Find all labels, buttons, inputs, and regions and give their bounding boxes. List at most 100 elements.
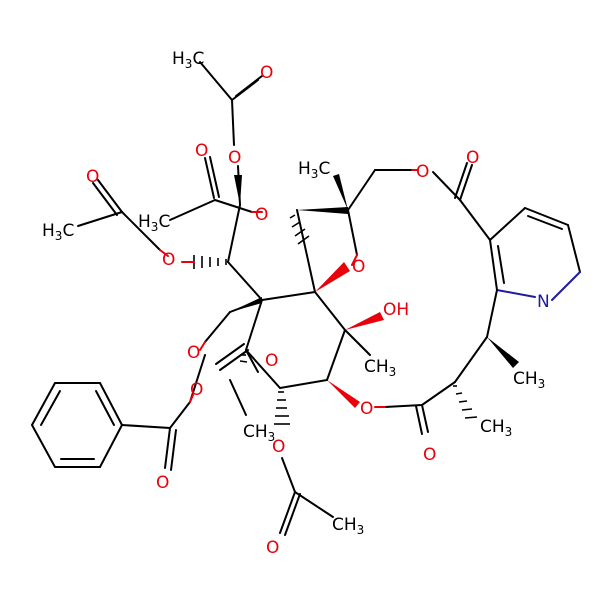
bond xyxy=(204,311,231,343)
hashed-bond xyxy=(453,385,478,419)
bond xyxy=(215,343,245,365)
stereo-bonds xyxy=(193,174,519,425)
atom-label: O xyxy=(228,148,241,168)
bond xyxy=(231,99,235,146)
bond xyxy=(31,424,56,468)
bond xyxy=(159,249,169,257)
bond xyxy=(227,261,263,301)
bond xyxy=(214,199,253,213)
bond xyxy=(294,491,334,518)
bond xyxy=(229,379,247,416)
bond xyxy=(459,199,491,241)
bond xyxy=(384,404,423,408)
bond-skeleton xyxy=(31,61,581,536)
wedge-bond xyxy=(487,337,519,368)
atom-label: O xyxy=(86,167,99,187)
atom-label: OH xyxy=(383,300,409,320)
atom-label: O xyxy=(162,250,175,270)
bond xyxy=(486,289,498,338)
bond xyxy=(164,427,171,469)
bond xyxy=(296,209,316,293)
oxygen-bond-segments xyxy=(159,169,419,408)
atom-label: H3C xyxy=(298,159,330,181)
bond xyxy=(454,162,468,199)
atom-label: O xyxy=(265,351,278,371)
bond xyxy=(524,207,569,226)
bond xyxy=(219,349,249,371)
hashed-bond xyxy=(289,214,310,245)
bond xyxy=(567,224,581,273)
bond xyxy=(227,204,241,263)
bond xyxy=(95,390,115,426)
atom-label: O xyxy=(260,63,273,83)
atom-label: O xyxy=(360,399,373,419)
hashed-bond xyxy=(193,255,227,269)
bond xyxy=(245,349,259,373)
atom-label: H3C xyxy=(172,49,204,71)
bond xyxy=(199,61,233,101)
bond xyxy=(92,182,118,216)
bond xyxy=(347,169,376,211)
bond xyxy=(351,254,358,266)
atom-label: O xyxy=(466,148,479,168)
bond xyxy=(347,209,358,256)
atom-label: O xyxy=(266,538,279,558)
bond xyxy=(459,164,473,201)
bond xyxy=(77,211,123,227)
atom-label: O xyxy=(195,141,208,161)
atom-label: O xyxy=(272,437,285,457)
bond xyxy=(314,291,346,331)
atom-label: CH3 xyxy=(364,357,396,379)
wedge-bond xyxy=(297,207,348,214)
wedge-bond xyxy=(345,312,384,330)
atom-label: O xyxy=(190,380,203,400)
bond xyxy=(279,379,328,389)
bond xyxy=(281,457,296,493)
bond xyxy=(415,405,423,435)
hashed-bond xyxy=(239,354,248,363)
bond xyxy=(489,207,526,241)
hashed-bond xyxy=(274,391,290,425)
bond xyxy=(169,401,191,429)
bond xyxy=(497,245,505,284)
atom-label: CH3 xyxy=(332,515,364,537)
atom-label: O xyxy=(255,205,268,225)
bond xyxy=(489,239,498,291)
bond xyxy=(344,329,371,356)
bond xyxy=(284,493,301,536)
atom-label: O xyxy=(416,162,429,182)
atom-label: H3C xyxy=(42,221,74,243)
atom-label: CH3 xyxy=(513,369,545,391)
atom-label: O xyxy=(156,473,169,493)
bond xyxy=(99,424,123,468)
atom-label: O xyxy=(352,257,365,277)
wedge-bond xyxy=(327,380,360,408)
bond xyxy=(209,156,220,198)
atom-label: H3C xyxy=(138,212,170,234)
bond xyxy=(99,382,123,426)
bond xyxy=(421,404,429,433)
bond xyxy=(245,299,263,351)
bond xyxy=(235,75,263,97)
bond xyxy=(189,394,194,403)
atom-label: O xyxy=(187,343,200,363)
atom-label: O xyxy=(423,445,436,465)
bond xyxy=(245,349,281,389)
bond xyxy=(121,424,171,429)
atom-labels: H3C O O O H3C O H3C O O H3C O O O OH CH3… xyxy=(42,49,550,558)
wedge-bond xyxy=(234,175,242,205)
bond xyxy=(199,341,206,351)
bond xyxy=(204,157,215,199)
bond xyxy=(31,382,56,426)
bond xyxy=(551,271,581,301)
bond xyxy=(496,289,536,298)
bond xyxy=(421,381,456,406)
wedge-bond xyxy=(230,297,262,312)
bond xyxy=(261,291,316,301)
atom-label: CH3 xyxy=(480,417,512,439)
wedge-bond xyxy=(333,174,348,210)
atom-label: N xyxy=(537,292,550,312)
bond xyxy=(170,429,177,471)
bond xyxy=(454,336,488,383)
